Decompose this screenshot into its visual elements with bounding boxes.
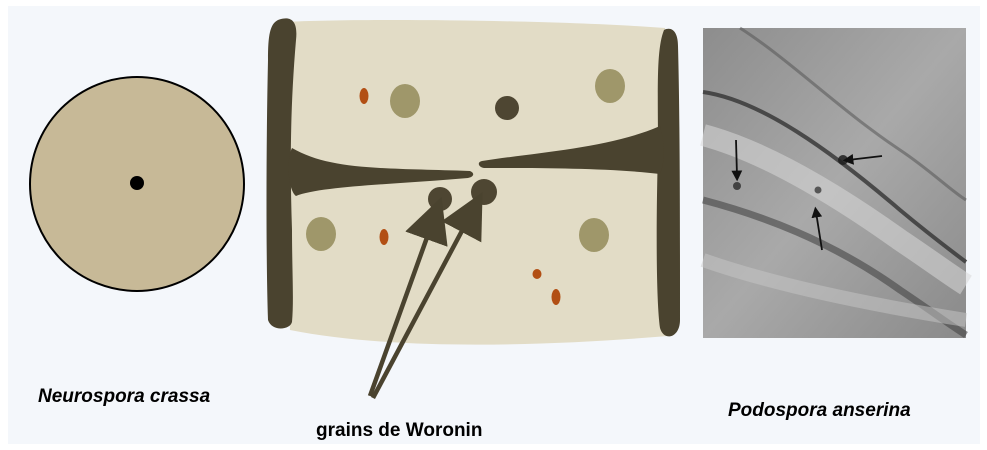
dark-vesicle (495, 96, 519, 120)
woronin-bodies-label: grains de Woronin (316, 420, 482, 442)
woronin-spot (733, 182, 741, 190)
arrow-icon (736, 140, 737, 176)
nucleus (595, 69, 625, 103)
granule (533, 269, 542, 279)
woronin-body (428, 187, 452, 211)
neurospora-septum-diagram (30, 77, 244, 291)
neurospora-label: Neurospora crassa (38, 386, 210, 408)
granule (360, 88, 369, 104)
podospora-label: Podospora anserina (728, 400, 911, 422)
right-cell-wall (657, 29, 680, 337)
woronin-body (471, 179, 497, 205)
podospora-micrograph (703, 28, 966, 338)
granule (552, 289, 561, 305)
nucleus (579, 218, 609, 252)
septal-pore (130, 176, 144, 190)
nucleus (390, 84, 420, 118)
woronin-spot (815, 187, 822, 194)
granule (380, 229, 389, 245)
woronin-spot (838, 155, 848, 165)
nucleus (306, 217, 336, 251)
